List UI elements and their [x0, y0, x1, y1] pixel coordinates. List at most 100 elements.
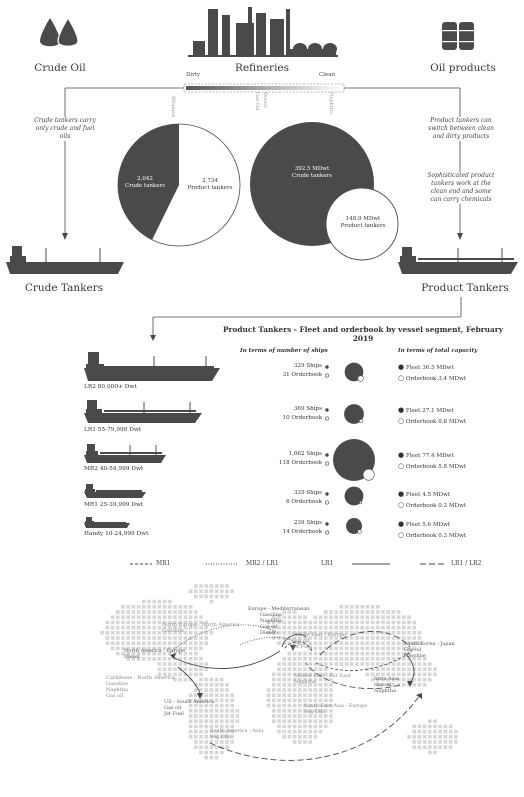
map-dot: [131, 657, 136, 661]
map-dot: [147, 599, 151, 604]
map-dot: [287, 662, 292, 666]
map-dot: [157, 610, 162, 614]
map-dot: [147, 636, 151, 640]
map-dot: [157, 657, 162, 661]
map-dot: [292, 620, 297, 625]
ships-bubble-2: [333, 439, 375, 481]
map-dot: [417, 683, 422, 687]
map-dot: [360, 605, 364, 609]
map-dot: [324, 625, 328, 630]
map-dot: [230, 589, 234, 593]
map-dot: [329, 662, 333, 666]
map-dot: [298, 688, 302, 692]
map-dot: [396, 615, 401, 619]
map-dot: [282, 683, 286, 687]
map-dot: [308, 719, 312, 723]
map-dot: [308, 740, 312, 744]
map-dot: [381, 651, 385, 656]
map-dot: [199, 703, 203, 708]
map-dot: [287, 703, 292, 708]
map-dot: [162, 672, 167, 677]
map-dot: [298, 672, 302, 677]
map-dot: [344, 610, 349, 614]
map-dot: [448, 735, 453, 739]
map-dot: [433, 667, 437, 671]
map-dot: [199, 672, 203, 677]
map-dot: [422, 683, 427, 687]
lr1-fleet-cap: Fleet 27.1 MDwt: [405, 408, 454, 414]
map-dot: [376, 615, 380, 619]
map-dot: [324, 672, 328, 677]
map-dot: [277, 667, 281, 671]
map-dot: [209, 703, 214, 708]
route-sk-japan-title: South Korea - Japan: [404, 641, 455, 647]
map-dot: [194, 651, 198, 656]
map-dot: [220, 724, 224, 729]
map-dot: [402, 615, 406, 619]
map-dot: [381, 677, 385, 682]
map-dot: [235, 719, 240, 723]
map-dot: [433, 735, 437, 739]
map-dot: [188, 667, 193, 671]
map-dot: [230, 709, 234, 713]
map-dot: [402, 641, 406, 645]
map-dot: [303, 724, 307, 729]
map-dot: [422, 729, 427, 734]
map-dot: [225, 594, 229, 599]
map-dot: [199, 709, 203, 713]
map-dot: [329, 683, 333, 687]
map-dot: [329, 672, 333, 677]
map-dot: [417, 667, 422, 671]
route-us-sa-p1: Gas oil: [164, 705, 182, 711]
map-dot: [136, 641, 141, 645]
map-dot: [298, 703, 302, 708]
map-dot: [365, 620, 370, 625]
map-dot: [370, 677, 375, 682]
map-dot: [116, 620, 120, 625]
map-dot: [266, 703, 271, 708]
map-dot: [209, 584, 214, 588]
map-dot: [391, 646, 396, 651]
pie-product-value: 2,734: [202, 178, 218, 184]
map-dot: [266, 688, 271, 692]
map-dot: [126, 620, 130, 625]
map-dot: [370, 662, 375, 666]
map-dot: [225, 735, 229, 739]
lr2-order-cap: Orderbook 3.4 MDwt: [405, 375, 467, 382]
map-dot: [131, 610, 136, 614]
map-dot: [298, 667, 302, 671]
map-dot: [386, 683, 390, 687]
map-dot: [225, 709, 229, 713]
route-caribbean-title: Caribbean - North America: [106, 675, 175, 681]
map-dot: [220, 750, 224, 755]
map-dot: [204, 750, 208, 755]
map-dot: [157, 636, 162, 640]
map-dot: [329, 714, 333, 718]
map-dot: [443, 729, 448, 734]
route-legend: [130, 563, 446, 565]
map-dot: [391, 615, 396, 619]
map-dot: [183, 646, 188, 651]
route-lines: [169, 624, 422, 761]
map-dot: [183, 615, 188, 619]
route-north-america: North America - Europe Diesel: [124, 648, 185, 660]
map-dot: [365, 610, 370, 614]
map-dot: [298, 631, 302, 635]
map-dot: [422, 724, 427, 729]
map-dot: [194, 610, 198, 614]
map-dot: [183, 641, 188, 645]
map-dot: [365, 636, 370, 640]
map-dot: [204, 631, 208, 635]
map-dot: [277, 677, 281, 682]
map-dot: [209, 755, 214, 760]
map-dot: [448, 745, 453, 749]
map-dot: [126, 657, 130, 661]
pie-crude-value: 2,042: [137, 176, 153, 182]
map-dot: [126, 615, 130, 619]
map-dot: [183, 667, 188, 671]
map-dot: [183, 605, 188, 609]
map-dot: [173, 615, 177, 619]
map-dot: [329, 610, 333, 614]
route-se-asia-europe: South East Asia - Europe Veg Oils: [304, 703, 367, 715]
map-dot: [282, 693, 286, 697]
